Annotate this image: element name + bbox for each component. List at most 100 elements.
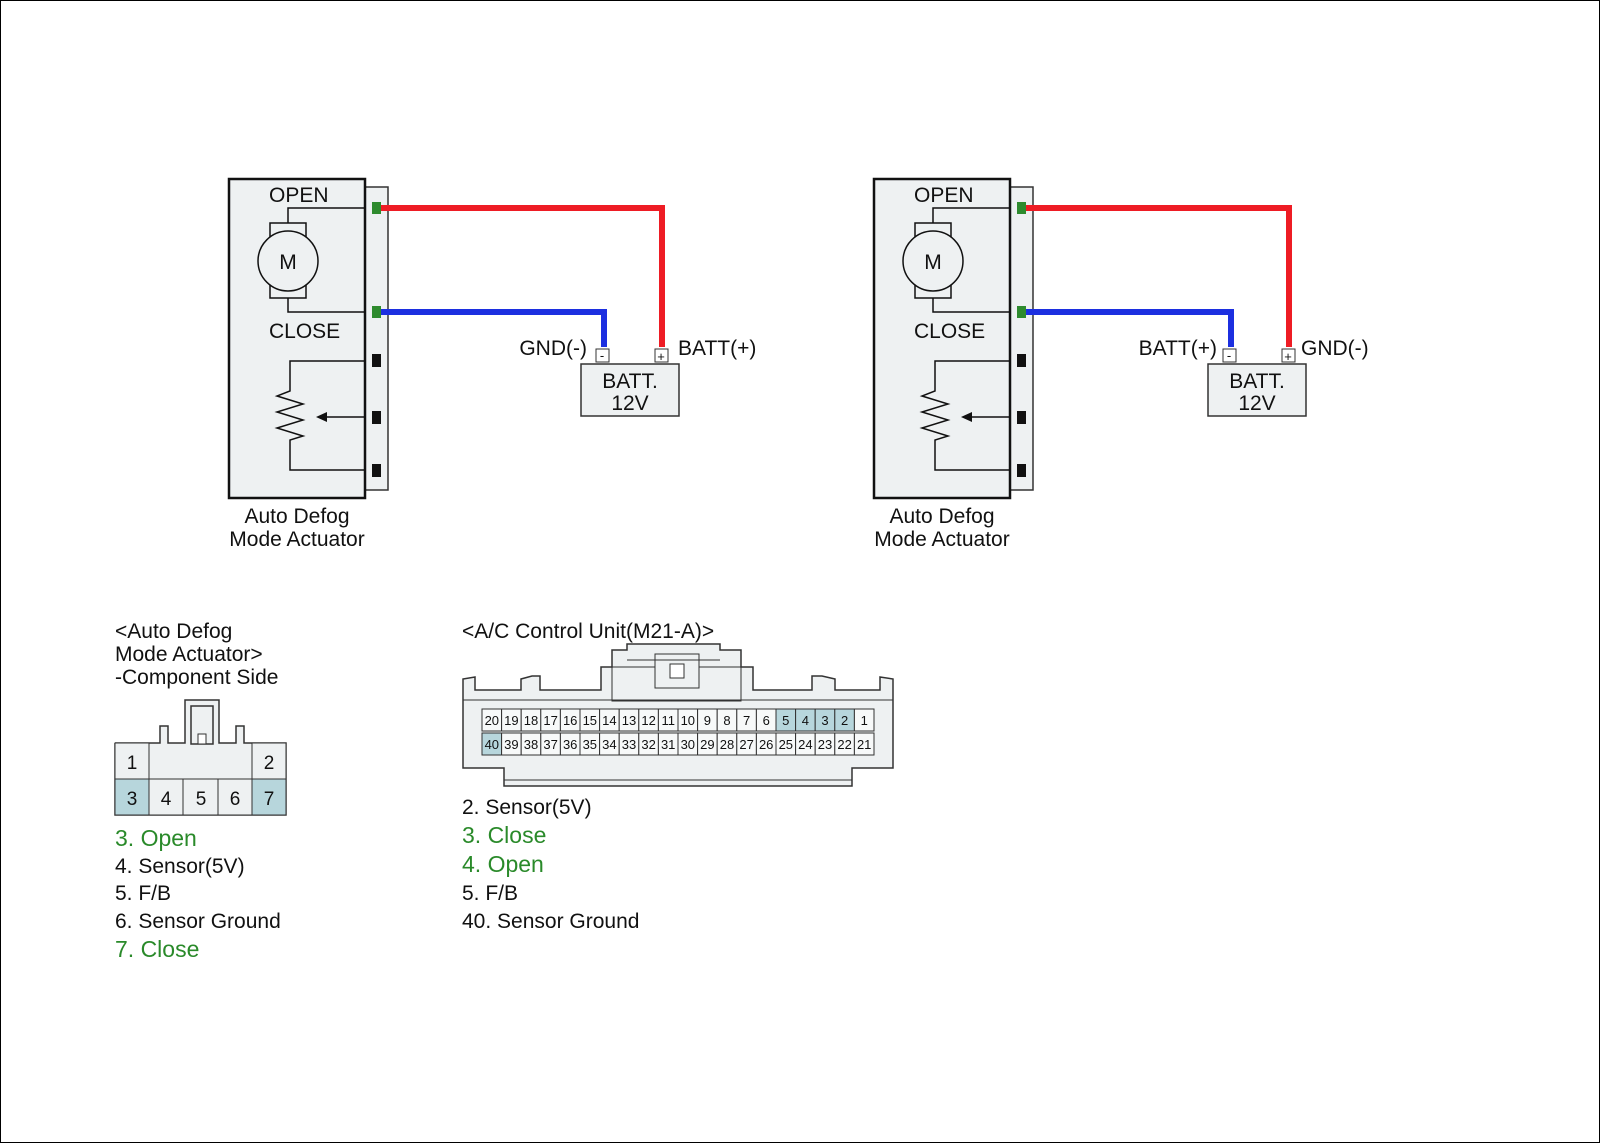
actuator-diagram-1: M OPEN CLOSE - + BATT. 12V GND(-) BATT(+… — [227, 177, 756, 551]
close-wire — [377, 309, 607, 347]
pin-label: 18 — [524, 713, 538, 728]
pin-label: 25 — [779, 737, 793, 752]
pin-label: 6 — [763, 713, 770, 728]
open-wire — [377, 205, 665, 347]
open-label: OPEN — [269, 184, 329, 207]
legend-item: 5. F/B — [462, 882, 518, 905]
pin-label: 16 — [563, 713, 577, 728]
pin-label: 39 — [504, 737, 518, 752]
close-label: CLOSE — [914, 320, 985, 343]
pin-label: 35 — [583, 737, 597, 752]
ground-terminal — [372, 464, 381, 477]
motor-label: M — [924, 251, 942, 274]
pin-label: 4 — [802, 713, 809, 728]
pin-label: 33 — [622, 737, 636, 752]
close-label: CLOSE — [269, 320, 340, 343]
pin-label: 36 — [563, 737, 577, 752]
battery-voltage: 12V — [1238, 392, 1275, 415]
battery-label: BATT. — [1229, 370, 1285, 393]
battery-icon — [1207, 363, 1307, 417]
actuator-connector-subtitle: -Component Side — [115, 666, 278, 689]
sensor-terminal — [372, 354, 381, 367]
left-terminal-label: BATT(+) — [1139, 337, 1217, 360]
battery-neg-post — [1222, 348, 1237, 363]
pin-label: 20 — [485, 713, 499, 728]
pin-label: 23 — [818, 737, 832, 752]
pin-label: 2 — [841, 713, 848, 728]
pin-label: 7 — [264, 789, 275, 810]
open-terminal — [1017, 202, 1026, 214]
actuator-diagram-2: M OPEN CLOSE - + BATT. 12V BATT(+) GND(-… — [872, 177, 1369, 551]
pin-label: 3 — [821, 713, 828, 728]
legend-item: 40. Sensor Ground — [462, 910, 639, 933]
left-terminal-label: GND(-) — [519, 337, 587, 360]
legend-item: 7. Close — [115, 936, 199, 962]
pin-label: 4 — [161, 789, 172, 810]
pin-label: 17 — [543, 713, 557, 728]
pin-label: 8 — [723, 713, 730, 728]
open-wire — [1022, 205, 1292, 347]
neg-mark: - — [1227, 348, 1231, 363]
pin-label: 15 — [583, 713, 597, 728]
close-terminal — [372, 306, 381, 318]
legend-item: 4. Sensor(5V) — [115, 855, 245, 878]
motor-lead-top — [932, 207, 1010, 223]
battery-voltage: 12V — [611, 392, 648, 415]
pin-label: 5 — [196, 789, 207, 810]
close-terminal — [1017, 306, 1026, 318]
pin-label: 14 — [602, 713, 616, 728]
legend-item: 4. Open — [462, 851, 544, 877]
pin-label: 24 — [798, 737, 812, 752]
pin-label: 2 — [264, 753, 275, 774]
potentiometer-icon — [274, 360, 365, 471]
pin-label: 13 — [622, 713, 636, 728]
pin-label: 30 — [681, 737, 695, 752]
pin-label: 28 — [720, 737, 734, 752]
pin-label: 7 — [743, 713, 750, 728]
pin-label: 27 — [739, 737, 753, 752]
actuator-caption: Auto Defog — [889, 505, 994, 528]
battery-label: BATT. — [602, 370, 658, 393]
motor-lead-bottom — [287, 298, 365, 313]
legend-item: 6. Sensor Ground — [115, 910, 281, 933]
pin-label: 38 — [524, 737, 538, 752]
sensor-terminal — [1017, 354, 1026, 367]
pin-cell-highlighted — [251, 778, 287, 816]
pin-label: 19 — [504, 713, 518, 728]
pin-label: 10 — [681, 713, 695, 728]
pin-cell — [251, 742, 287, 780]
pin-label: 9 — [704, 713, 711, 728]
ground-terminal — [1017, 464, 1026, 477]
legend-item: 2. Sensor(5V) — [462, 796, 592, 819]
pin-cell — [114, 742, 150, 780]
pin-label: 6 — [230, 789, 241, 810]
pos-mark: + — [657, 349, 665, 364]
pin-label: 32 — [641, 737, 655, 752]
legend-item: 3. Open — [115, 825, 197, 851]
motor-lead-top — [287, 207, 365, 223]
legend-item: 5. F/B — [115, 882, 171, 905]
pos-mark: + — [1284, 349, 1292, 364]
pin-cell — [853, 708, 875, 732]
right-terminal-label: BATT(+) — [678, 337, 756, 360]
battery-pos-post — [1281, 348, 1296, 363]
right-terminal-label: GND(-) — [1301, 337, 1369, 360]
actuator-connector: <Auto Defog Mode Actuator> -Component Si… — [114, 620, 287, 962]
potentiometer-icon — [919, 360, 1010, 471]
pin-label: 31 — [661, 737, 675, 752]
pin-cell — [148, 778, 184, 816]
feedback-terminal — [372, 411, 381, 424]
motor-label: M — [279, 251, 297, 274]
actuator-connector-title-2: Mode Actuator> — [115, 643, 263, 666]
pin-label: 5 — [782, 713, 789, 728]
motor-icon — [257, 230, 319, 292]
pin-label: 3 — [127, 789, 138, 810]
close-wire — [1022, 309, 1234, 347]
actuator-caption-2: Mode Actuator — [229, 528, 364, 551]
pin-label: 1 — [861, 713, 868, 728]
pin-cell-highlighted — [114, 778, 150, 816]
battery-icon — [580, 363, 680, 417]
pin-cell — [182, 778, 219, 816]
